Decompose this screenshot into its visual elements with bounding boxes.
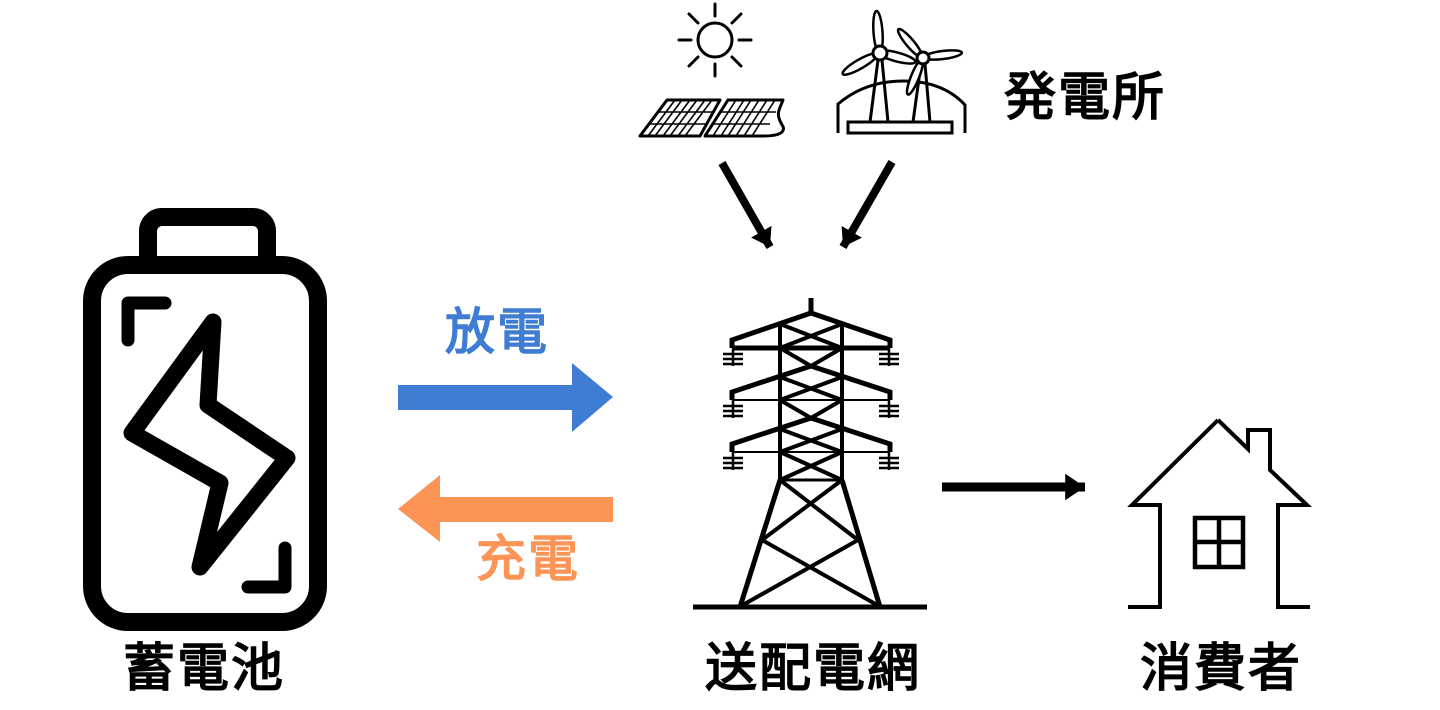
window-icon <box>1192 515 1246 570</box>
consumer-label: 消費者 <box>1139 639 1303 699</box>
sun-icon <box>677 2 753 78</box>
charge-label: 充電 <box>476 530 580 588</box>
generation-arrows <box>718 160 896 249</box>
transmission-tower-icon <box>693 298 927 610</box>
solar-panels-icon <box>638 98 785 138</box>
discharge-label: 放電 <box>445 303 549 361</box>
generation-arrow-right <box>839 160 896 249</box>
house-icon <box>1127 418 1313 609</box>
discharge-arrow <box>398 363 613 432</box>
generation-arrow-left <box>718 161 774 249</box>
battery-lightning-icon <box>83 208 327 631</box>
grid-label: 送配電網 <box>704 639 922 699</box>
power-plant-label: 発電所 <box>1003 68 1167 128</box>
corner-bracket-top-left <box>121 296 172 347</box>
corner-bracket-bottom-right <box>241 541 292 594</box>
wind-turbines-icon <box>836 9 967 135</box>
lightning-bolt-icon <box>123 313 296 576</box>
battery-label: 蓄電池 <box>122 639 286 699</box>
charge-arrow <box>398 475 613 542</box>
